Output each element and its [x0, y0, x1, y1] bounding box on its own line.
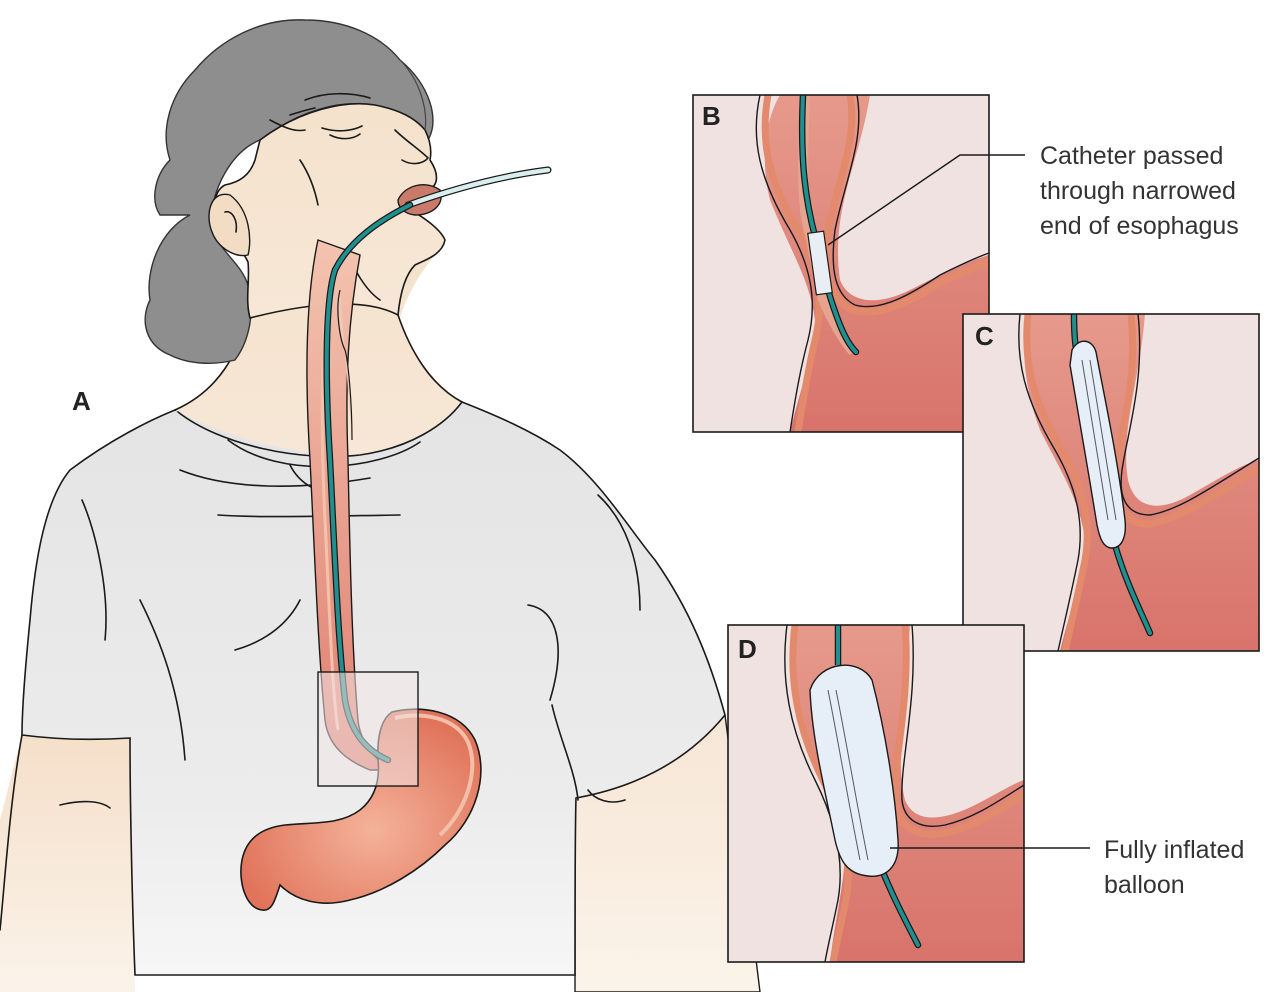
callout-catheter-line-3: end of esophagus — [1040, 212, 1239, 240]
callout-catheter-line-2: through narrowed — [1040, 177, 1236, 205]
balloon-inflated — [809, 664, 899, 877]
panel-a-patient: A — [0, 19, 761, 992]
panel-d: D — [727, 624, 1090, 963]
callout-balloon-line-1: Fully inflated — [1104, 836, 1244, 864]
callout-catheter-line-1: Catheter passed — [1040, 142, 1223, 170]
left-arm — [0, 735, 135, 992]
catheter-leader-line — [827, 154, 1025, 246]
panel-label-a: A — [72, 386, 91, 416]
panel-c: C — [962, 313, 1260, 652]
zoom-region-box — [317, 671, 419, 787]
callout-catheter: Catheter passed through narrowed end of … — [1040, 142, 1239, 240]
callout-balloon-line-2: balloon — [1104, 871, 1185, 899]
callout-balloon: Fully inflated balloon — [1104, 836, 1244, 899]
stomach — [240, 708, 482, 911]
panel-b: B — [692, 94, 1025, 433]
panel-label-c: C — [975, 321, 994, 351]
panel-label-b: B — [702, 101, 721, 131]
balloon-partial — [1069, 340, 1127, 549]
ear — [208, 193, 251, 257]
panel-label-d: D — [738, 634, 757, 664]
